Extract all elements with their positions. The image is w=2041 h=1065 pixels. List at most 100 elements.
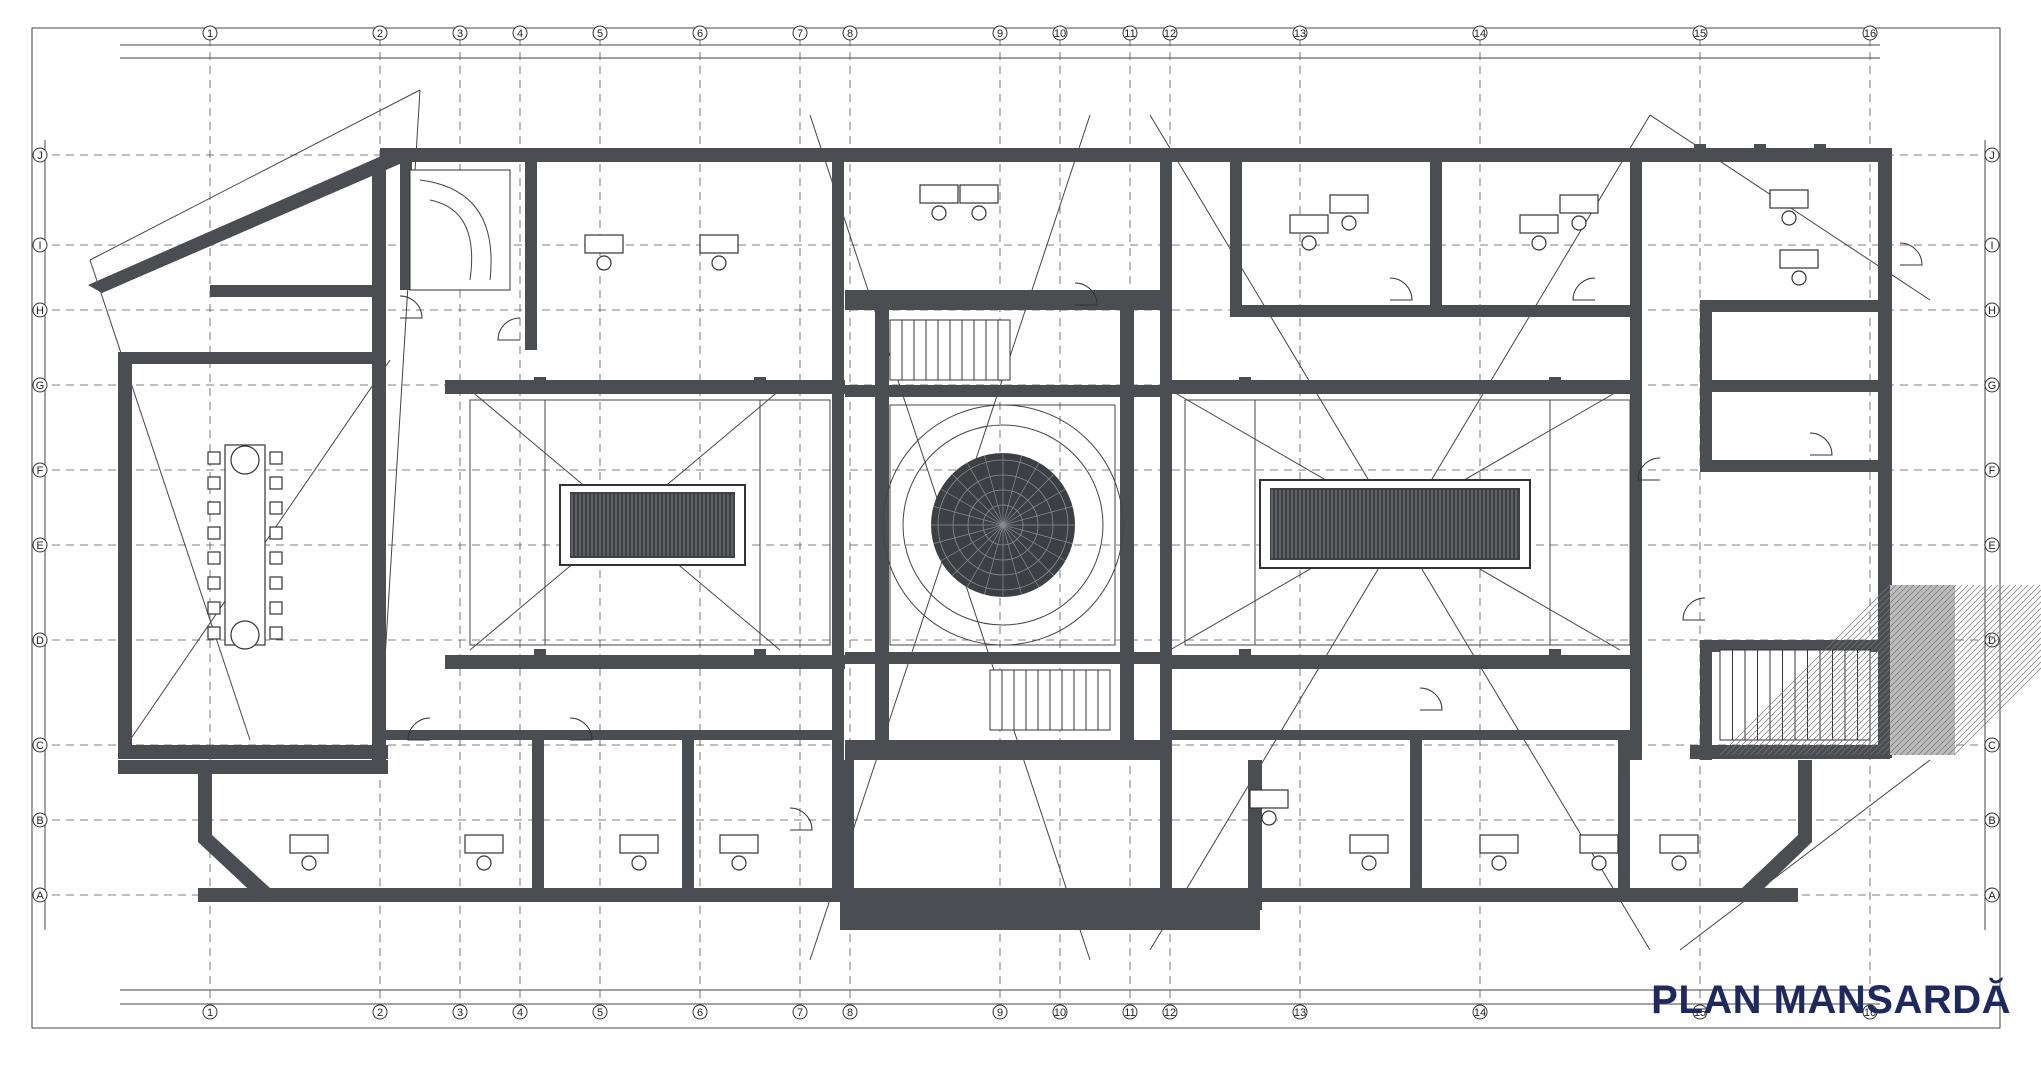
- chair: [269, 501, 283, 515]
- office-chair: [971, 205, 987, 221]
- desk: [959, 184, 999, 204]
- chair: [269, 451, 283, 465]
- grid-bubble: [842, 25, 858, 41]
- grid-row-label: E: [36, 540, 43, 552]
- grid-row-label: I: [38, 240, 41, 252]
- grid-column-label: 6: [697, 28, 703, 40]
- grid-bubble: [1292, 1004, 1308, 1020]
- grid-bubble: [992, 25, 1008, 41]
- office-chair: [631, 855, 647, 871]
- grid-bubble: [1052, 25, 1068, 41]
- grid-bubble: [1984, 887, 2000, 903]
- grid-column-label: 1: [207, 1007, 213, 1019]
- grid-axis-labels: 1122334455667788991010111112121313141415…: [32, 25, 2000, 1020]
- grid-column-label: 15: [1694, 1007, 1706, 1019]
- desk: [1559, 194, 1599, 214]
- grid-bubble: [1052, 1004, 1068, 1020]
- grid-bubble: [32, 302, 48, 318]
- grid-bubble: [512, 1004, 528, 1020]
- desk: [1289, 214, 1329, 234]
- grid-bubble: [32, 462, 48, 478]
- grid-row-label: J: [37, 150, 43, 162]
- grid-bubble: [1292, 25, 1308, 41]
- office-chair: [1791, 270, 1807, 286]
- grid-row-label: H: [1988, 305, 1996, 317]
- grid-bubble: [1122, 25, 1138, 41]
- grid-bubble: [452, 25, 468, 41]
- office-chair: [931, 205, 947, 221]
- grid-column-label: 6: [697, 1007, 703, 1019]
- round-table: [230, 620, 260, 650]
- central-dome: [882, 404, 1124, 646]
- chair: [269, 576, 283, 590]
- staircase-top: [889, 319, 1011, 381]
- grid-bubble: [452, 1004, 468, 1020]
- grid-bubble: [32, 537, 48, 553]
- grid-column-label: 14: [1474, 1007, 1486, 1019]
- chair: [269, 626, 283, 640]
- chair: [269, 526, 283, 540]
- grid-column-label: 16: [1864, 1007, 1876, 1019]
- office-chair: [1781, 210, 1797, 226]
- grid-column-label: 2: [377, 1007, 383, 1019]
- office-chair: [1361, 855, 1377, 871]
- grid-column-label: 11: [1124, 28, 1135, 40]
- grid-column-label: 10: [1054, 1007, 1066, 1019]
- grid-column-label: 3: [457, 1007, 463, 1019]
- desk: [1779, 249, 1819, 269]
- skylight-right: [1259, 479, 1531, 569]
- skylight-left: [559, 484, 746, 566]
- desk: [289, 834, 329, 854]
- office-chair: [476, 855, 492, 871]
- grid-bubble: [1984, 812, 2000, 828]
- grid-bubble: [32, 237, 48, 253]
- desk: [1479, 834, 1519, 854]
- grid-column-label: 11: [1124, 1007, 1135, 1019]
- office-chair: [1261, 810, 1277, 826]
- grid-bubble: [1984, 237, 2000, 253]
- exterior-walls: [88, 148, 1892, 930]
- desk: [1349, 834, 1389, 854]
- grid-column-label: 8: [847, 28, 853, 40]
- office-chair: [596, 255, 612, 271]
- desk: [1659, 834, 1699, 854]
- grid-bubble: [1984, 537, 2000, 553]
- structural-columns: [534, 144, 1826, 661]
- grid-bubble: [1472, 25, 1488, 41]
- grid-bubble: [992, 1004, 1008, 1020]
- chair: [207, 451, 221, 465]
- door-swings: [399, 242, 1923, 831]
- office-chair: [711, 255, 727, 271]
- grid-bubble: [202, 1004, 218, 1020]
- grid-column-label: 13: [1294, 28, 1306, 40]
- grid-bubble: [1862, 1004, 1878, 1020]
- grid-row-label: A: [36, 890, 44, 902]
- grid-bubble: [372, 25, 388, 41]
- office-chair: [1341, 215, 1357, 231]
- chair: [269, 601, 283, 615]
- grid-row-label: B: [1988, 815, 1995, 827]
- grid-bubble: [1692, 1004, 1708, 1020]
- grid-column-label: 1: [207, 28, 213, 40]
- desk: [919, 184, 959, 204]
- grid-column-label: 12: [1164, 28, 1176, 40]
- spiral-staircase: [409, 169, 511, 291]
- desk: [464, 834, 504, 854]
- grid-row-label: F: [37, 465, 44, 477]
- office-chair: [1591, 855, 1607, 871]
- grid-bubble: [842, 1004, 858, 1020]
- grid-column-label: 14: [1474, 28, 1486, 40]
- grid-column-label: 9: [997, 28, 1003, 40]
- grid-bubble: [592, 1004, 608, 1020]
- hatched-area: [1719, 584, 2041, 756]
- grid-bubble: [1984, 147, 2000, 163]
- grid-bubble: [1472, 1004, 1488, 1020]
- chair: [207, 551, 221, 565]
- grid-column-label: 16: [1864, 28, 1876, 40]
- grid-row-label: G: [36, 380, 45, 392]
- grid-column-label: 7: [797, 1007, 803, 1019]
- office-chair: [1571, 215, 1587, 231]
- grid-column-label: 3: [457, 28, 463, 40]
- grid-row-label: B: [36, 815, 43, 827]
